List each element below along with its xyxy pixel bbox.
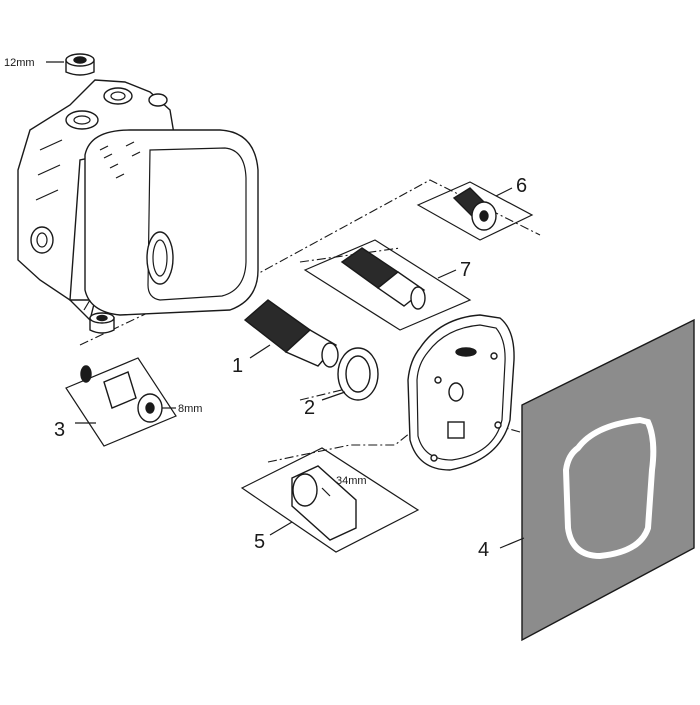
part-5-assembly: 34mm 5: [240, 447, 420, 553]
part-4-sealing-sheet: 4: [478, 318, 695, 642]
callout-5: 5: [254, 531, 265, 553]
part-3-assembly: 8mm 3: [54, 357, 202, 447]
callout-3: 3: [54, 419, 65, 441]
part-2-ring: 2: [304, 347, 379, 419]
callout-6: 6: [516, 175, 527, 197]
part-6-assembly: 6: [416, 175, 534, 241]
part-3-washer: [80, 365, 92, 383]
part-3-valve: [103, 371, 137, 409]
mounting-plate: [407, 314, 515, 471]
part-5-dimension: 34mm: [336, 475, 367, 487]
plug-lower: [89, 312, 115, 334]
plug-12mm: 12mm: [4, 53, 95, 76]
part-1-cartridge: 1: [232, 299, 339, 377]
part-7-assembly: 7: [303, 239, 472, 331]
callout-4: 4: [478, 539, 489, 561]
plug-12mm-dimension: 12mm: [4, 57, 35, 69]
callout-7: 7: [460, 259, 471, 281]
concealed-body: [17, 79, 259, 322]
housing-scale-marks: [99, 141, 141, 179]
part-3-dimension: 8mm: [178, 403, 202, 415]
callout-1: 1: [232, 355, 243, 377]
callout-2: 2: [304, 397, 315, 419]
